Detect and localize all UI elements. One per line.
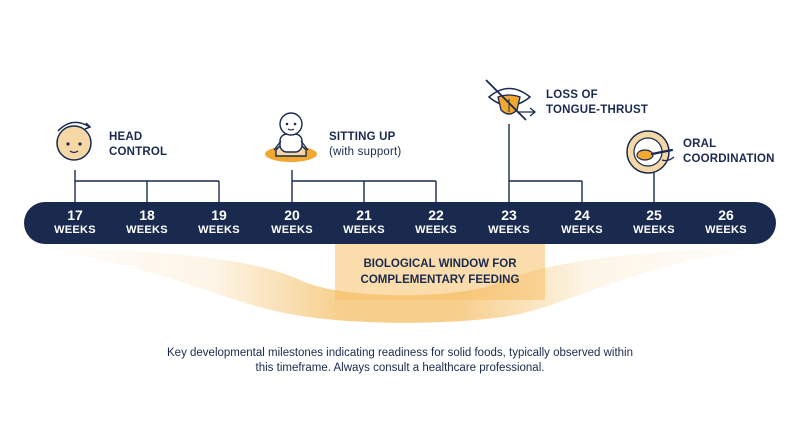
week-21-number: 21 bbox=[356, 207, 372, 223]
milestone-tongue-thrust-label: LOSS OF TONGUE-THRUST bbox=[546, 88, 648, 118]
milestone-sitting-up-label: SITTING UP (with support) bbox=[329, 130, 401, 160]
week-24: 24 WEEKS bbox=[546, 208, 618, 238]
tongue-thrust-icon bbox=[485, 79, 537, 121]
week-20-number: 20 bbox=[284, 207, 300, 223]
week-26: 26 WEEKS bbox=[690, 208, 762, 238]
week-21-unit: WEEKS bbox=[343, 224, 385, 236]
week-25-unit: WEEKS bbox=[633, 224, 675, 236]
baby-head-icon bbox=[56, 121, 92, 161]
spoon-bowl-icon bbox=[626, 130, 675, 174]
week-22-number: 22 bbox=[428, 207, 444, 223]
milestone-oral-coordination-line1: ORAL bbox=[683, 138, 717, 150]
week-17-number: 17 bbox=[67, 207, 83, 223]
week-21: 21 WEEKS bbox=[328, 208, 400, 238]
feeding-window-glow bbox=[30, 246, 770, 323]
week-20: 20 WEEKS bbox=[256, 208, 328, 238]
week-17: 17 WEEKS bbox=[39, 208, 111, 238]
week-23: 23 WEEKS bbox=[473, 208, 545, 238]
milestone-oral-coordination-label: ORAL COORDINATION bbox=[683, 137, 775, 167]
week-18-unit: WEEKS bbox=[126, 224, 168, 236]
week-23-number: 23 bbox=[501, 207, 517, 223]
week-17-unit: WEEKS bbox=[54, 224, 96, 236]
caption: Key developmental milestones indicating … bbox=[120, 346, 680, 376]
milestone-head-control-line2: CONTROL bbox=[109, 146, 168, 158]
week-19: 19 WEEKS bbox=[183, 208, 255, 238]
sitting-baby-icon bbox=[265, 112, 317, 162]
week-26-unit: WEEKS bbox=[705, 224, 747, 236]
milestone-head-control-label: HEAD CONTROL bbox=[109, 130, 167, 160]
week-19-unit: WEEKS bbox=[198, 224, 240, 236]
milestone-tongue-thrust-line2: TONGUE-THRUST bbox=[546, 104, 649, 116]
week-18: 18 WEEKS bbox=[111, 208, 183, 238]
week-24-unit: WEEKS bbox=[561, 224, 603, 236]
feeding-window-label: BIOLOGICAL WINDOW FOR COMPLEMENTARY FEED… bbox=[335, 244, 545, 300]
milestone-oral-coordination-line2: COORDINATION bbox=[683, 153, 775, 165]
milestone-head-control-line1: HEAD bbox=[109, 131, 143, 143]
week-22: 22 WEEKS bbox=[400, 208, 472, 238]
tongue-thrust-connector bbox=[508, 124, 583, 203]
week-22-unit: WEEKS bbox=[415, 224, 457, 236]
feeding-window-highlight bbox=[335, 244, 545, 300]
week-23-unit: WEEKS bbox=[488, 224, 530, 236]
week-24-number: 24 bbox=[574, 207, 590, 223]
sitting-up-connector bbox=[291, 170, 437, 203]
week-26-number: 26 bbox=[718, 207, 734, 223]
timeline-bar bbox=[24, 202, 776, 244]
week-20-unit: WEEKS bbox=[271, 224, 313, 236]
caption-line2: this timeframe. Always consult a healthc… bbox=[255, 362, 545, 374]
caption-line1: Key developmental milestones indicating … bbox=[167, 347, 633, 359]
milestone-sitting-up-line1: SITTING UP bbox=[329, 131, 396, 143]
week-25: 25 WEEKS bbox=[618, 208, 690, 238]
milestone-sitting-up-sub: (with support) bbox=[329, 146, 402, 158]
feeding-window-line1: BIOLOGICAL WINDOW FOR bbox=[363, 258, 517, 270]
feeding-window-line2: COMPLEMENTARY FEEDING bbox=[360, 274, 520, 286]
milestone-tongue-thrust-line1: LOSS OF bbox=[546, 89, 598, 101]
week-25-number: 25 bbox=[646, 207, 662, 223]
week-18-number: 18 bbox=[139, 207, 155, 223]
head-control-connector bbox=[74, 170, 220, 203]
week-19-number: 19 bbox=[211, 207, 227, 223]
